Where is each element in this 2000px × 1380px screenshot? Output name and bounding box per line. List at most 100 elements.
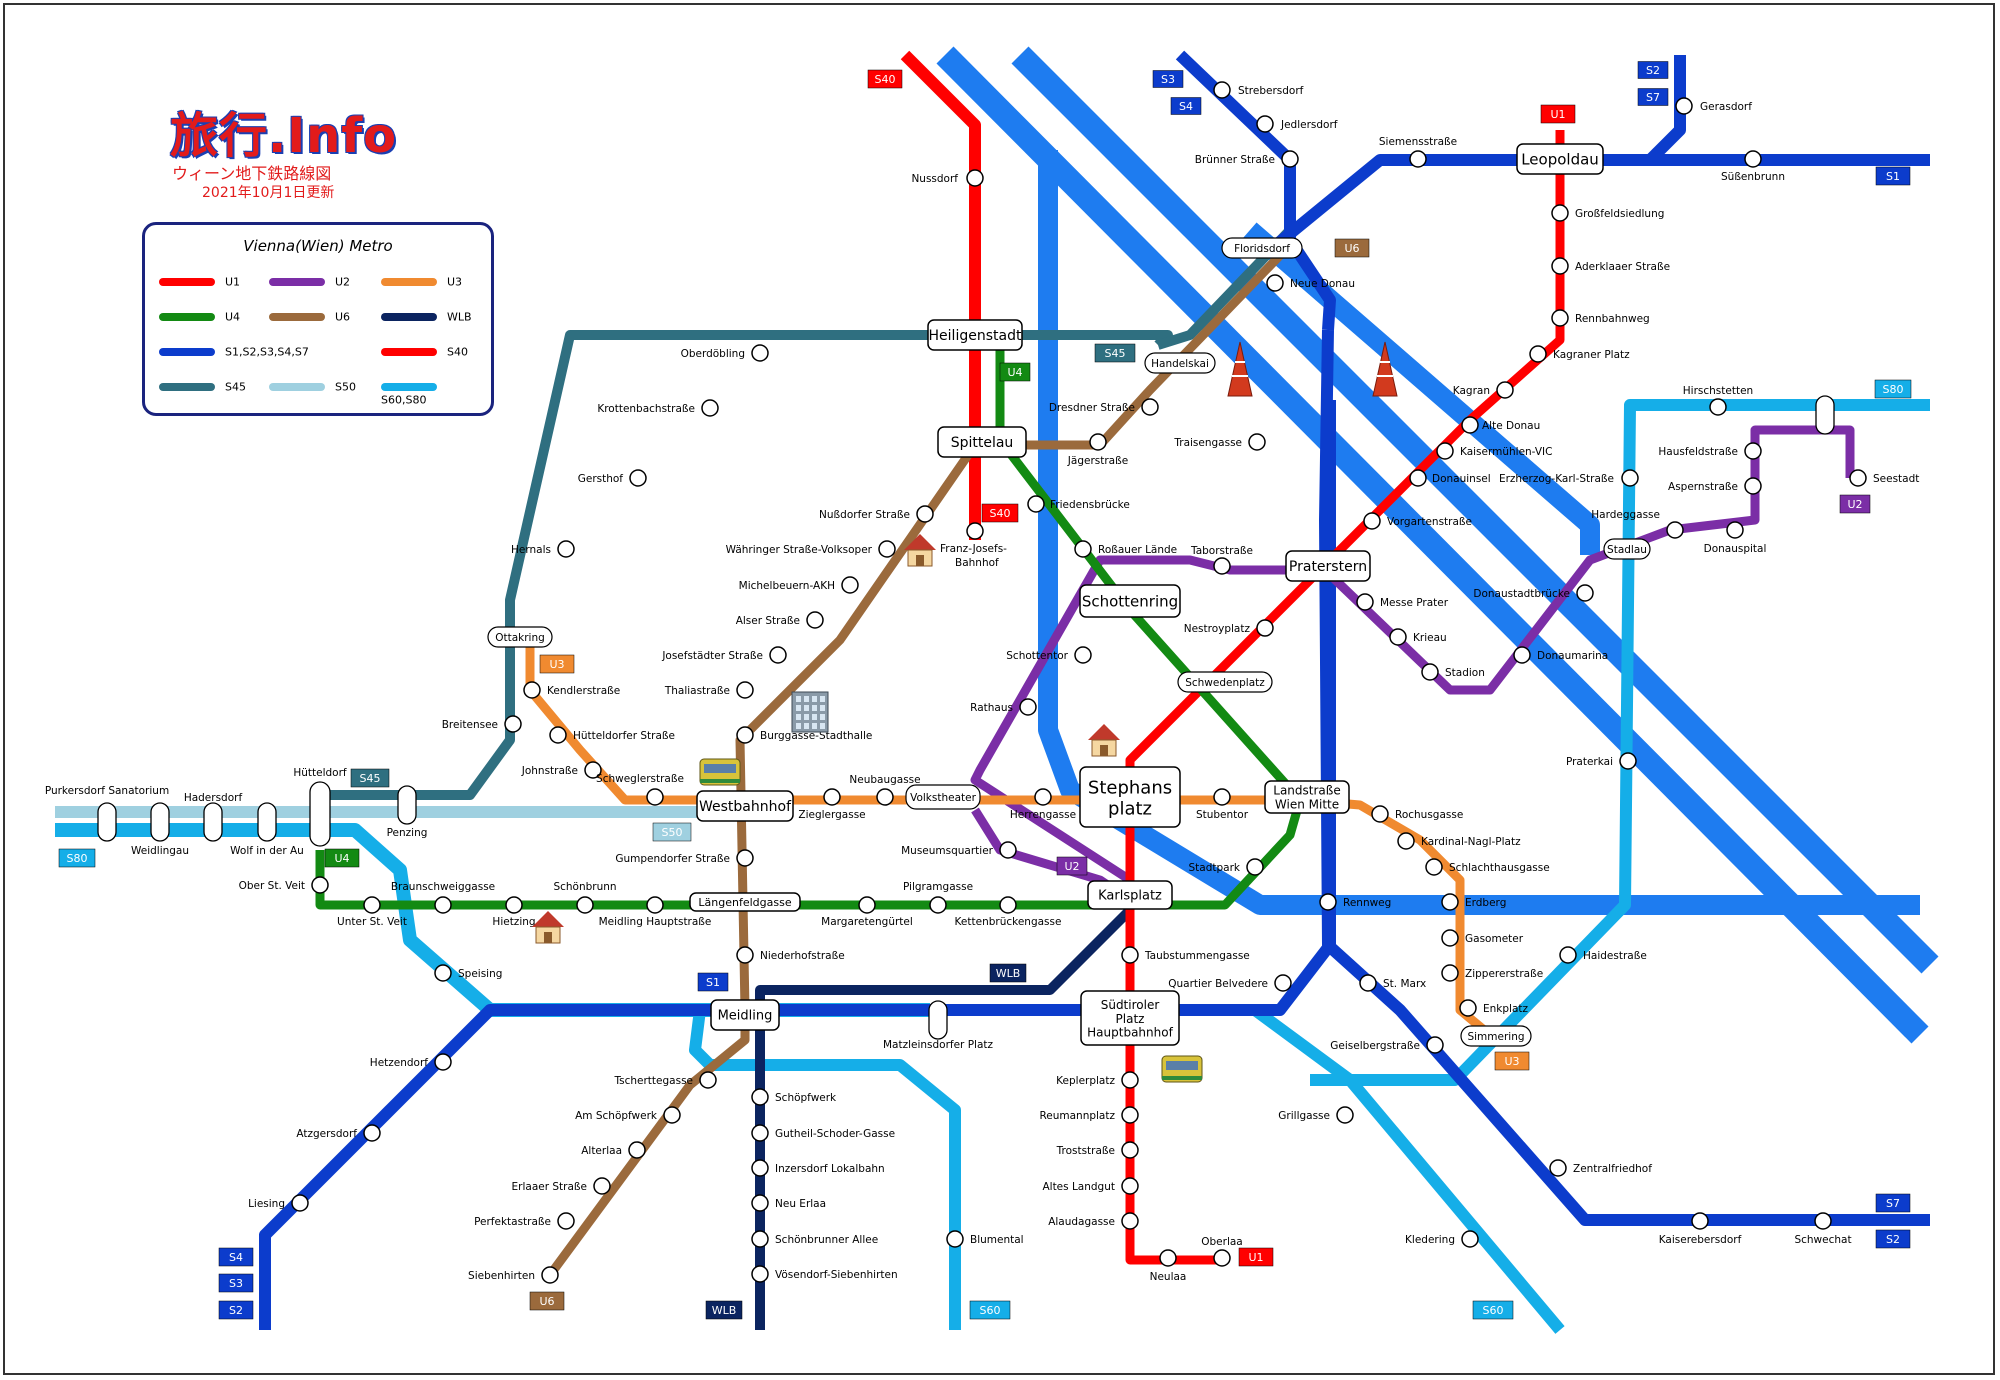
building-window <box>820 705 825 711</box>
station-label: Donauspital <box>1704 543 1767 555</box>
station-marker <box>1121 1177 1139 1195</box>
station-label: Alser Straße <box>736 615 800 627</box>
line-badge-label: S4 <box>1179 100 1193 113</box>
station-label: Hietzing <box>492 916 535 928</box>
station-marker <box>1074 646 1092 664</box>
tram-window <box>1166 1061 1198 1070</box>
station-marker <box>1691 1212 1709 1230</box>
interchange-pill <box>1221 237 1303 259</box>
legend-swatch <box>381 383 437 391</box>
line-badge-label: U6 <box>539 1295 554 1308</box>
station-label: Rennbahnweg <box>1575 313 1650 325</box>
station-marker <box>504 715 522 733</box>
line-badge-label: U6 <box>1344 242 1359 255</box>
label-line: Franz-Josefs- <box>940 543 1007 555</box>
label-line: Stephans <box>1088 778 1172 799</box>
station-marker <box>769 646 787 664</box>
station-label: Traisengasse <box>1173 437 1242 449</box>
station-label: Inzersdorf Lokalbahn <box>775 1163 885 1175</box>
station-marker <box>1336 1106 1354 1124</box>
station-marker <box>1551 257 1569 275</box>
station-label: Franz-Josefs-Bahnhof <box>940 543 1007 569</box>
station-label: Vösendorf-Siebenhirten <box>775 1269 898 1281</box>
station-label: Speising <box>458 968 502 980</box>
line-s60-blumental <box>689 1009 961 1330</box>
logo: 旅行.Info ウィーン地下鉄路線図 2021年10月1日更新 <box>170 108 410 202</box>
station-label: Währinger Straße-Volksoper <box>726 544 873 556</box>
tram-icon <box>699 758 741 786</box>
station-marker <box>1121 1106 1139 1124</box>
station-marker <box>1266 274 1284 292</box>
interchange-label: Volkstheater <box>910 792 977 804</box>
station-marker <box>1121 1071 1139 1089</box>
station-marker <box>841 576 859 594</box>
station-label: Friedensbrücke <box>1050 499 1130 511</box>
station-label: Tscherttegasse <box>613 1075 693 1087</box>
station-marker <box>1371 805 1389 823</box>
station-marker <box>999 841 1017 859</box>
major-station-box <box>1079 584 1181 618</box>
station-marker <box>1496 381 1514 399</box>
house-door <box>916 555 924 566</box>
line-s-branch <box>1285 236 1336 331</box>
station-label: Messe Prater <box>1380 597 1449 609</box>
station-label: Kagran <box>1453 385 1490 397</box>
line-badge <box>1152 70 1184 88</box>
line-badge <box>1540 104 1576 124</box>
building-window <box>804 723 809 729</box>
station-label: Thaliastraße <box>664 685 730 697</box>
legend-swatch <box>159 313 215 321</box>
station-marker <box>876 788 894 806</box>
line-badge-label: S3 <box>1161 73 1175 86</box>
line-badge <box>1839 494 1871 514</box>
line-badge <box>1637 61 1669 79</box>
label-line: Wien Mitte <box>1275 798 1339 812</box>
station-marker <box>1421 663 1439 681</box>
tram-stripe <box>700 779 740 783</box>
station-label: Jägerstraße <box>1067 455 1128 467</box>
station-label: Kledering <box>1405 1234 1455 1246</box>
line-badge-label: U2 <box>1847 498 1862 511</box>
line-badge-label: S60 <box>1483 1304 1504 1317</box>
station-marker <box>363 896 381 914</box>
station-label: Zieglergasse <box>798 809 865 821</box>
station-marker <box>1256 619 1274 637</box>
line-s3-s4-north <box>1175 50 1296 240</box>
station-marker <box>628 1141 646 1159</box>
station-marker <box>557 540 575 558</box>
line-badge-label: S45 <box>360 772 381 785</box>
station-marker <box>1359 974 1377 992</box>
station-label: Stadtpark <box>1189 862 1241 874</box>
station-label: Kendlerstraße <box>547 685 620 697</box>
interchange-label: Floridsdorf <box>1234 243 1290 255</box>
station-marker <box>1849 469 1867 487</box>
rail-corridor-b <box>1011 46 1939 974</box>
station-label: Taubstummengasse <box>1144 950 1250 962</box>
legend-label: U6 <box>335 310 351 324</box>
station-label: Erzherzog-Karl-Straße <box>1499 473 1614 485</box>
major-station-label: Heiligenstadt <box>929 328 1022 344</box>
station-label: Neue Donau <box>1290 278 1355 290</box>
house-door <box>544 932 552 943</box>
line-badge-label: S80 <box>1883 383 1904 396</box>
tram-window <box>704 764 736 773</box>
station-label: Atzgersdorf <box>296 1128 357 1140</box>
station-marker <box>1019 698 1037 716</box>
building-window <box>804 705 809 711</box>
line-badge-label: U1 <box>1248 1251 1263 1264</box>
house-icon <box>904 534 936 567</box>
station-marker <box>434 1053 452 1071</box>
station-label: Hardeggasse <box>1591 509 1660 521</box>
station-marker <box>946 1230 964 1248</box>
station-pill-vertical <box>1815 395 1835 435</box>
station-label: Josefstädter Straße <box>661 650 763 662</box>
station-marker <box>751 1194 769 1212</box>
legend-item: U2 <box>269 275 350 295</box>
station-marker <box>1559 946 1577 964</box>
station-label: Aspernstraße <box>1668 481 1738 493</box>
station-marker <box>1529 345 1547 363</box>
station-label: Jedlersdorf <box>1280 119 1338 131</box>
